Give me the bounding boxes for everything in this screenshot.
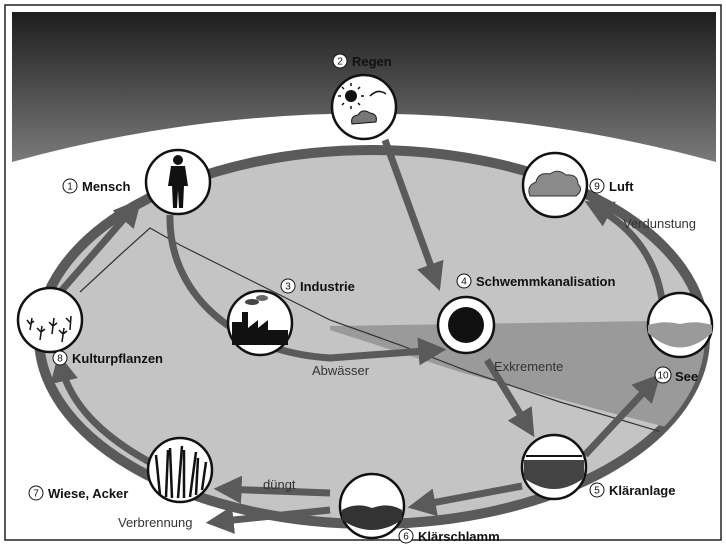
node-klaerschlamm-label: Klärschlamm bbox=[418, 529, 500, 544]
node-schwemmkanalisation bbox=[438, 297, 494, 353]
node-industrie bbox=[228, 291, 292, 355]
node-klaerschlamm bbox=[340, 474, 404, 538]
node-mensch-label: Mensch bbox=[82, 179, 130, 194]
node-luft-label: Luft bbox=[609, 179, 634, 194]
node-regen-number: 2 bbox=[337, 57, 343, 68]
node-see-label: See bbox=[675, 369, 698, 384]
edge-label-abwaesser: Abwässer bbox=[312, 363, 370, 378]
node-industrie-label: Industrie bbox=[300, 279, 355, 294]
node-schwemm-number: 4 bbox=[461, 277, 467, 288]
sewer-pipe-icon bbox=[448, 307, 484, 343]
edge-label-verbrennung: Verbrennung bbox=[118, 515, 192, 530]
node-wiese-number: 7 bbox=[33, 489, 39, 500]
node-schwemm-label: Schwemmkanalisation bbox=[476, 274, 615, 289]
node-wiese-label: Wiese, Acker bbox=[48, 486, 128, 501]
node-kultur-label: Kulturpflanzen bbox=[72, 351, 163, 366]
node-regen-label: Regen bbox=[352, 54, 392, 69]
node-regen bbox=[332, 75, 396, 139]
node-mensch bbox=[146, 150, 210, 214]
node-luft bbox=[523, 153, 587, 217]
node-mensch-number: 1 bbox=[67, 182, 73, 193]
node-see-number: 10 bbox=[657, 371, 669, 382]
node-klaeranlage bbox=[522, 435, 586, 499]
node-see bbox=[648, 293, 712, 357]
node-luft-number: 9 bbox=[594, 182, 600, 193]
node-kultur-number: 8 bbox=[57, 354, 63, 365]
edge-label-duengt: düngt bbox=[263, 477, 296, 492]
node-kulturpflanzen bbox=[18, 288, 82, 352]
node-industrie-number: 3 bbox=[285, 282, 291, 293]
edge-label-exkremente: Exkremente bbox=[494, 359, 563, 374]
node-wiese-acker bbox=[148, 438, 212, 502]
edge-label-verdunstung: Verdunstung bbox=[623, 216, 696, 231]
node-klaeranlage-label: Kläranlage bbox=[609, 483, 675, 498]
node-klaerschlamm-number: 6 bbox=[403, 532, 409, 543]
node-klaeranlage-number: 5 bbox=[594, 486, 600, 497]
